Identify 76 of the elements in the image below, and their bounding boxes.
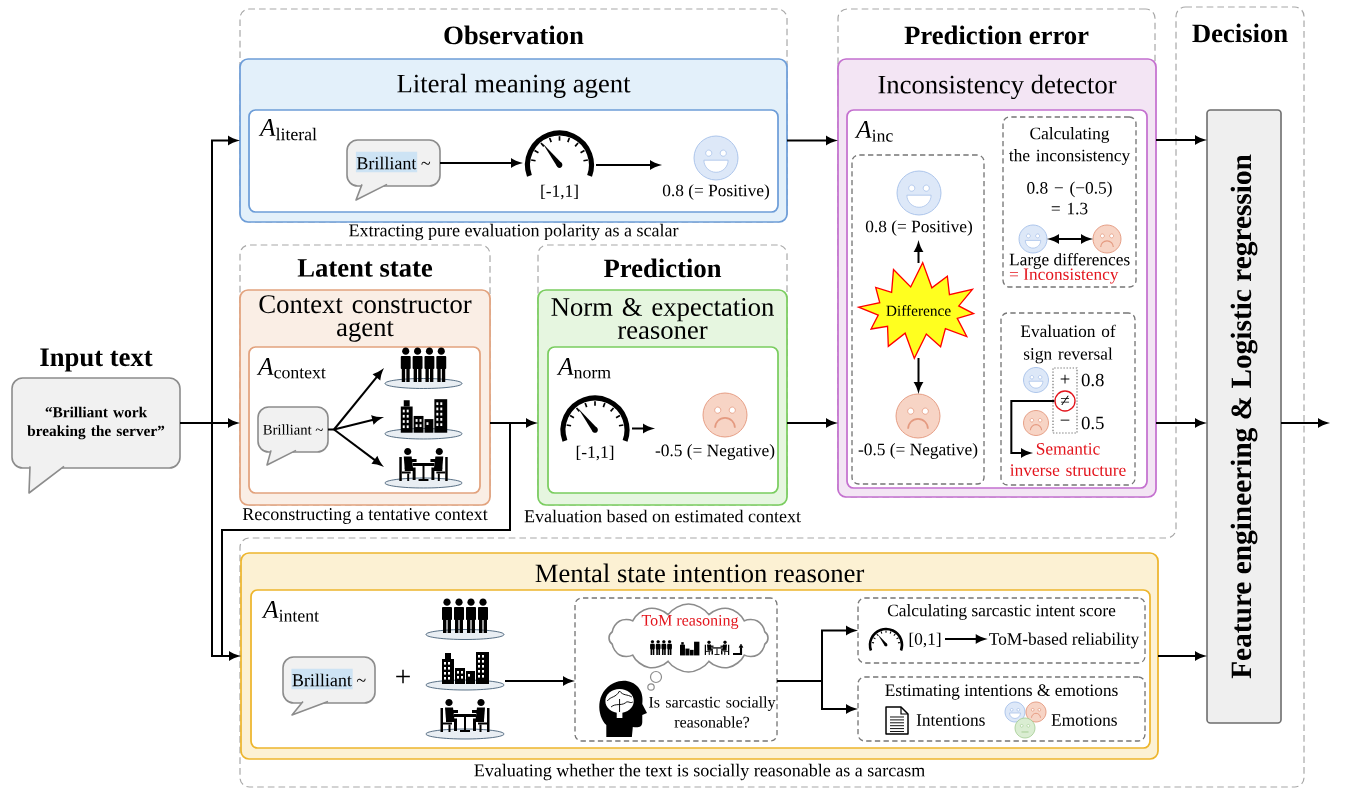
connector-line [489,422,511,424]
arrow [221,651,239,661]
arrow [786,136,836,145]
arrow [333,369,383,431]
arrow [1155,135,1205,145]
arrow [1010,400,1056,458]
dashed-box: Evaluation of sign reversal + − ≠ 0.8 0.5 Semantic inverse structure [1000,312,1136,486]
heading: Input text [40,348,153,372]
value-label: -0.5 (= Negative) [858,443,978,459]
sad-face-icon [1092,224,1122,254]
arrow [914,242,923,264]
scale-label: [-1,1] [576,445,614,461]
arrow [439,158,521,168]
agent-box: Inconsistency detector A$_{inc}$ 0.8 (= Positive) Difference -0.5 (= Negative) Calculating the inconsistency 0.8 − (−0.5) = 1.3 Large differences = Inconsistency Evaluation of sign reversal + − ≠ 0.8 0.5 Semantic inverse structure [837,58,1157,498]
arrow [504,676,573,686]
arrow [1280,418,1328,428]
arrow [631,424,653,433]
speech-bubble: Brilliant ~ [282,656,376,716]
arrow [821,680,856,714]
value-label: 0.8 (= Positive) [865,220,972,236]
result-text: Semantic inverse structure [1010,443,1126,476]
arrow [1155,418,1205,428]
arrow [1157,651,1205,661]
speech-bubble: Brilliant ~ [257,406,329,466]
people-icon [425,598,505,640]
thought-cloud: ToM reasoning [608,603,769,691]
arrow [333,428,382,466]
connector-line [327,428,335,431]
node-label: Extracting pure evaluation polarity as a scalar [349,223,679,241]
agent-panel: A$_{literal}$ Brilliant ~ [-1,1] 0.8 (= Positive) [248,109,779,213]
node-label: Evaluating whether the text is socially reasonable as a sarcasm [474,763,925,781]
arrow [944,634,985,644]
speech-bubble: Brilliant ~ [346,139,441,201]
scale-label: [0,1] [909,632,941,648]
value-label: 0.5 [1081,416,1104,430]
arrow [333,415,382,431]
sign-box: + − ≠ [1052,367,1078,434]
plus-sign: + [396,669,410,684]
arrow [914,357,923,392]
dashed-box: Calculating sarcastic intent score [0,1] ToM-based reliability [857,597,1146,664]
connector-line [211,422,223,657]
buildings-icon [425,652,505,691]
node-label: Reconstructing a tentative context [242,508,488,524]
arrow [509,418,536,428]
dashed-box [851,154,985,485]
connector-line [221,422,511,657]
meeting-icon [384,447,463,489]
arrow [211,418,238,428]
buildings-icon [384,399,463,440]
dashed-box: Estimating intentions & emotions Intentions Emotions [857,676,1146,742]
agent-box: Context constructor agent A$_{context}$ Brilliant ~ [239,289,491,506]
connector-line [179,422,213,424]
dashed-box: Calculating the inconsistency 0.8 − (−0.5) = 1.3 Large differences = Inconsistency [1002,116,1137,288]
value-label: -0.5 (= Negative) [655,444,775,460]
value-label: 0.8 (= Positive) [662,184,769,200]
arrow [595,160,660,170]
arrow [786,418,836,428]
meeting-icon [425,698,505,740]
node-label: Evaluation based on estimated context [524,509,801,523]
connector-line [776,680,823,682]
arrow [211,136,238,424]
scale-label: [-1,1] [541,184,578,200]
people-icon [384,347,463,389]
double-arrow [1049,234,1091,244]
agent-box: Norm & expectation reasoner A$_{norm}$ [-1,1] -0.5 (= Negative) [537,289,788,506]
agent-panel: A$_{inc}$ 0.8 (= Positive) Difference -0.5 (= Negative) Calculating the inconsistency 0.8 − (−0.5) = 1.3 Large differences = Inconsistency Evaluation of sign reversal + − ≠ 0.8 0.5 Semantic inverse structure [846,109,1148,489]
agent-panel: A$_{context}$ Brilliant ~ [248,346,481,494]
speech-bubble: “Brilliant work breaking the server” [11,377,181,494]
process-box: Feature engineering & Logistic regression [1206,109,1282,724]
arrow [821,626,856,682]
result-text: ToM-based reliability [989,632,1140,649]
happy-face-icon [1018,224,1048,254]
agent-panel: A$_{norm}$ [-1,1] -0.5 (= Negative) [547,346,779,494]
dashed-box: ToM reasoning Is sarcastic socially reasonable? [574,597,778,742]
agent-box: Literal meaning agent A$_{literal}$ Brilliant ~ [-1,1] 0.8 (= Positive) [239,58,788,223]
value-label: 0.8 [1081,373,1104,387]
